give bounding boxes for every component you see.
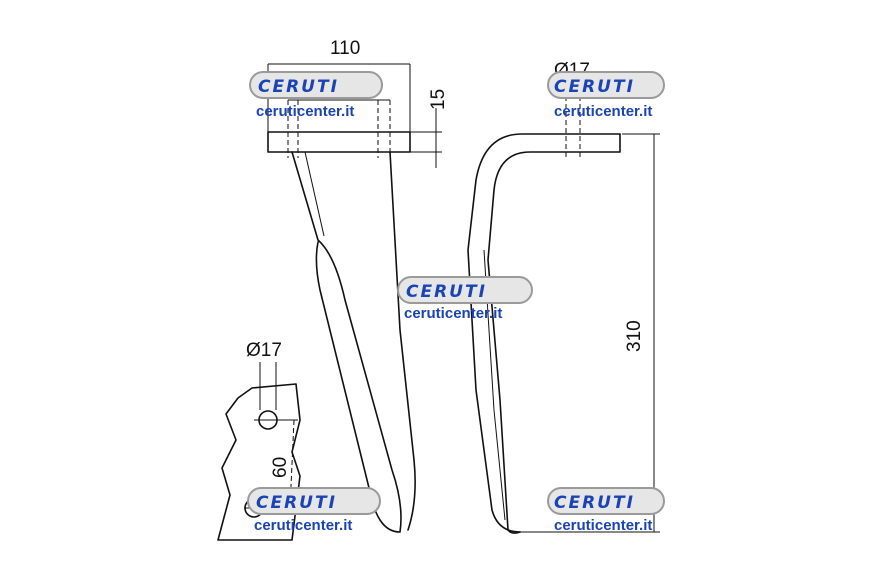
tine-front-view: 110 15 [267,38,449,533]
watermark-top-left: CERUTI ceruticenter.it [249,71,383,120]
watermark-site: ceruticenter.it [254,517,352,534]
watermark-brand: CERUTI [258,77,339,97]
watermark-site: ceruticenter.it [404,305,502,322]
dim-310-label: 310 [624,320,645,352]
watermark-bottom-right: CERUTI ceruticenter.it [547,487,665,534]
dim-60-label: 60 [270,457,291,478]
tine-blade-back [389,151,416,531]
watermark-brand: CERUTI [406,282,487,302]
watermark-brand: CERUTI [554,77,635,97]
mounting-plate [267,131,411,153]
watermark-site: ceruticenter.it [554,103,652,120]
watermark-brand: CERUTI [554,493,635,513]
dim-hole-left-label: Ø17 [246,340,282,361]
dim-15-label: 15 [428,89,449,110]
tine-blade [291,151,402,533]
watermark-center: CERUTI ceruticenter.it [397,276,533,322]
watermark-top-right: CERUTI ceruticenter.it [547,71,665,120]
watermark-site: ceruticenter.it [554,517,652,534]
watermark-bottom-left: CERUTI ceruticenter.it [247,487,381,534]
plate-fragment [217,383,301,541]
dim-110-label: 110 [330,38,360,59]
watermark-brand: CERUTI [256,493,337,513]
watermark-site: ceruticenter.it [256,103,354,120]
side-profile-outer [467,133,621,533]
side-profile-inner [487,133,621,534]
